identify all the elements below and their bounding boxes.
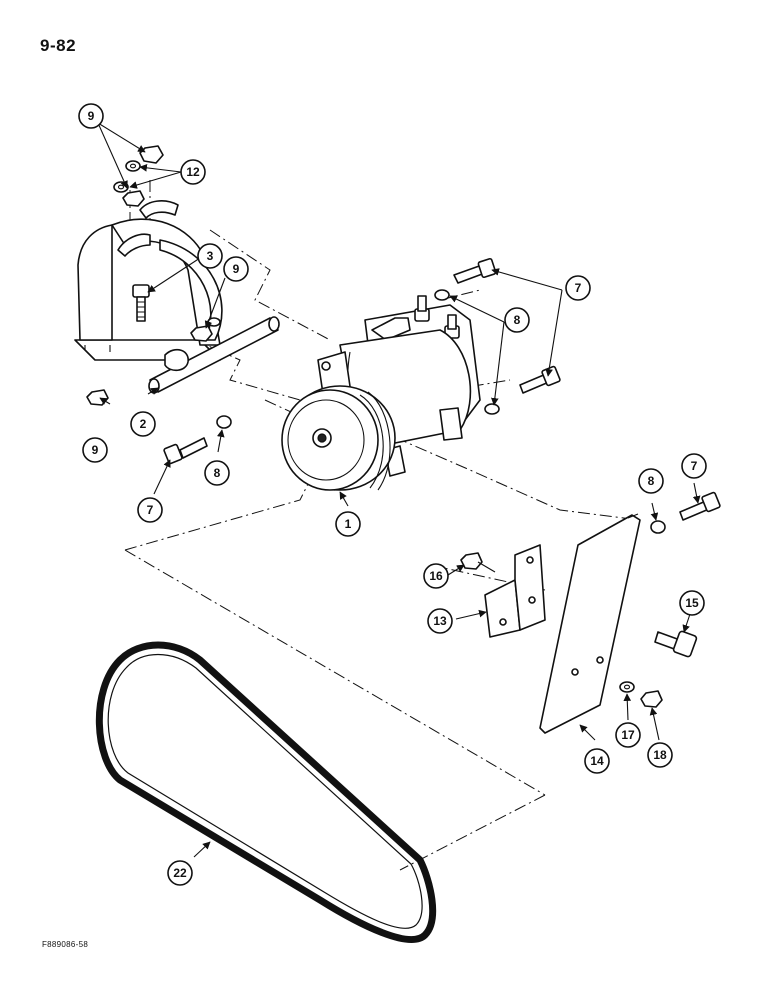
compressor: [281, 295, 481, 491]
svg-text:15: 15: [685, 596, 699, 610]
svg-text:18: 18: [653, 748, 667, 762]
svg-text:8: 8: [514, 313, 521, 327]
callout-3[interactable]: 3: [197, 243, 223, 269]
bolt-3: [132, 284, 150, 322]
callout-8-top[interactable]: 8: [504, 307, 530, 333]
callout-9-left[interactable]: 9: [82, 437, 108, 463]
svg-text:1: 1: [345, 517, 352, 531]
callout-15[interactable]: 15: [679, 590, 705, 616]
svg-text:16: 16: [429, 569, 443, 583]
bracket-13: [484, 544, 546, 638]
callout-1[interactable]: 1: [335, 511, 361, 537]
bolts-and-washers: [163, 257, 721, 534]
drive-belt: [95, 641, 437, 943]
callout-12[interactable]: 12: [180, 159, 206, 185]
svg-text:12: 12: [186, 165, 200, 179]
svg-text:14: 14: [590, 754, 604, 768]
svg-text:2: 2: [140, 417, 147, 431]
callout-16[interactable]: 16: [423, 563, 449, 589]
leader-lines: [97, 122, 701, 858]
callout-7-left[interactable]: 7: [137, 497, 163, 523]
callout-13[interactable]: 13: [427, 608, 453, 634]
svg-text:9: 9: [233, 262, 240, 276]
svg-text:7: 7: [575, 281, 582, 295]
callout-9-top[interactable]: 9: [78, 103, 104, 129]
callouts: 9 12 3 9 7 8 8 7 9 2 8 7 1 16 15 13 17 1…: [78, 103, 707, 886]
callout-22[interactable]: 22: [167, 860, 193, 886]
svg-text:22: 22: [173, 866, 187, 880]
adjusting-plate: [539, 513, 641, 734]
callout-17[interactable]: 17: [615, 722, 641, 748]
svg-text:7: 7: [691, 459, 698, 473]
svg-text:3: 3: [207, 249, 214, 263]
figure-code: F889086-58: [42, 940, 89, 949]
bolt-15: [654, 630, 698, 658]
svg-text:9: 9: [92, 443, 99, 457]
page-number: 9-82: [40, 36, 77, 55]
callout-8-left[interactable]: 8: [204, 460, 230, 486]
svg-text:7: 7: [147, 503, 154, 517]
svg-text:9: 9: [88, 109, 95, 123]
svg-text:17: 17: [621, 728, 635, 742]
svg-text:13: 13: [433, 614, 447, 628]
svg-text:8: 8: [214, 466, 221, 480]
callout-9-mid[interactable]: 9: [223, 256, 249, 282]
callout-18[interactable]: 18: [647, 742, 673, 768]
callout-7-right[interactable]: 7: [681, 453, 707, 479]
callout-8-right[interactable]: 8: [638, 468, 664, 494]
callout-7-top-right[interactable]: 7: [565, 275, 591, 301]
washer-17-nut-18: [619, 681, 663, 708]
bolt-16: [460, 552, 496, 573]
svg-text:8: 8: [648, 474, 655, 488]
callout-2[interactable]: 2: [130, 411, 156, 437]
callout-14[interactable]: 14: [584, 748, 610, 774]
alignment-lines: [124, 180, 641, 871]
